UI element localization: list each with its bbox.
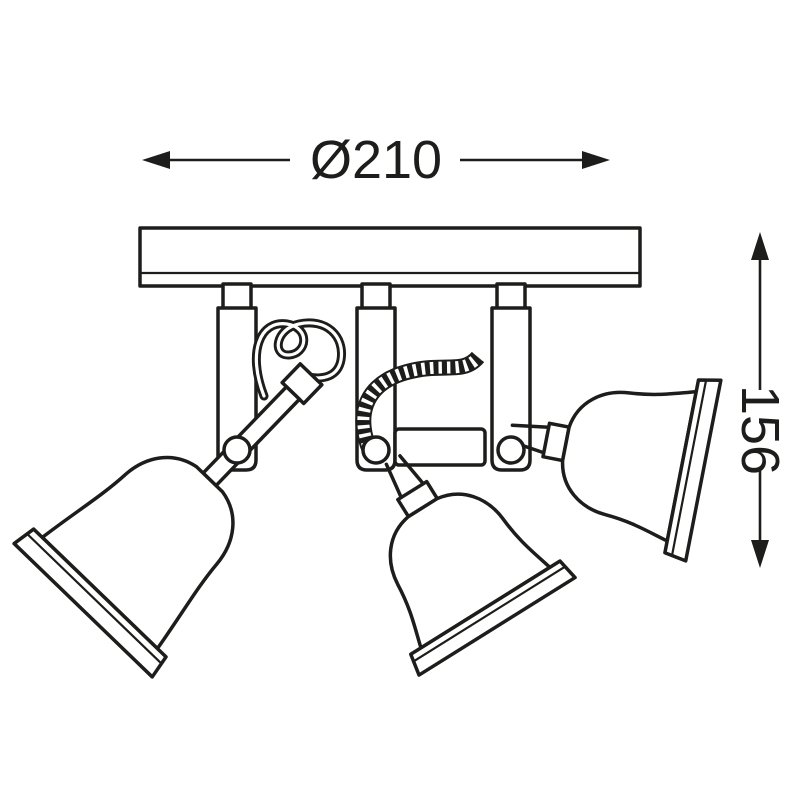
pivot-circle-right: [496, 435, 526, 465]
arrow-up-icon: [751, 232, 769, 260]
cable-bracket: [393, 427, 487, 467]
curly-wire: [251, 318, 346, 401]
mounting-plate-face: [138, 226, 642, 288]
pivot-joints: [222, 435, 526, 465]
arrow-left-icon: [142, 151, 170, 169]
width-dimension: Ø210: [142, 130, 610, 190]
mounting-plate: [138, 226, 642, 288]
lamp-rim-band: [12, 527, 168, 679]
stem-arm: [490, 306, 532, 472]
width-dimension-label: Ø210: [310, 130, 442, 190]
arrow-down-icon: [751, 540, 769, 568]
arrow-right-icon: [582, 151, 610, 169]
coiled-cable-windings: [357, 352, 483, 456]
spot-head-left: [12, 362, 324, 679]
height-dimension: 156: [730, 232, 790, 568]
coiled-cable: [355, 351, 485, 457]
height-dimension-label: 156: [730, 385, 790, 475]
pivot-circle-middle: [361, 435, 391, 465]
lamp-rim-inner-line: [26, 533, 163, 665]
curly-wire-core: [254, 321, 344, 398]
pivot-circle-left: [222, 435, 252, 465]
stem-right: [490, 282, 532, 472]
